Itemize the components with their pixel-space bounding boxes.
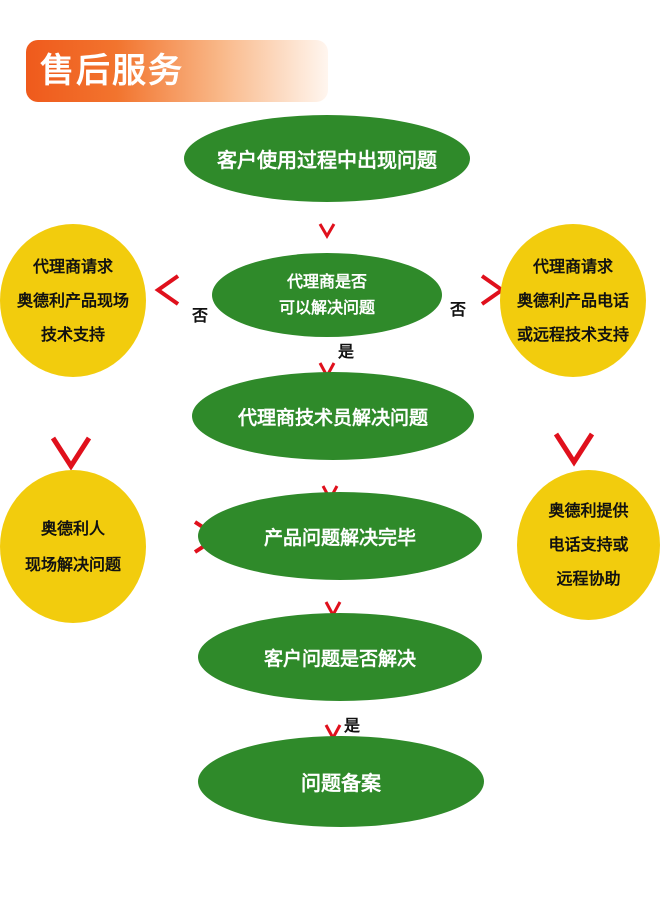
node-left-request: 代理商请求 奥德利产品现场 技术支持: [0, 224, 146, 377]
page-title: 售后服务: [40, 51, 184, 91]
label-no-right: 否: [450, 300, 467, 319]
arrow-left-request-to-onsite: [50, 375, 92, 471]
node-archive: 问题备案: [198, 736, 484, 827]
arrow-right-request-to-remote: [553, 374, 595, 467]
node-right-remote: 奥德利提供 电话支持或 远程协助: [517, 470, 660, 620]
arrow-decision-to-agent: [318, 334, 336, 380]
arrow-start-to-decision: [318, 200, 336, 239]
arrow-check-to-archive: [324, 697, 342, 742]
label-yes-2: 是: [344, 716, 361, 735]
label-no-left: 否: [192, 306, 209, 325]
node-done: 产品问题解决完毕: [198, 492, 482, 580]
node-right-request: 代理商请求 奥德利产品电话 或远程技术支持: [500, 224, 646, 377]
label-yes-1: 是: [338, 342, 355, 361]
node-agent-tech: 代理商技术员解决问题: [192, 372, 474, 460]
node-customer-check: 客户问题是否解决: [198, 613, 482, 701]
title-banner: [26, 40, 328, 102]
node-left-onsite: 奥德利人 现场解决问题: [0, 470, 146, 623]
arrow-done-to-check: [324, 577, 342, 619]
node-decision: 代理商是否 可以解决问题: [212, 253, 442, 337]
node-start: 客户使用过程中出现问题: [184, 115, 470, 202]
